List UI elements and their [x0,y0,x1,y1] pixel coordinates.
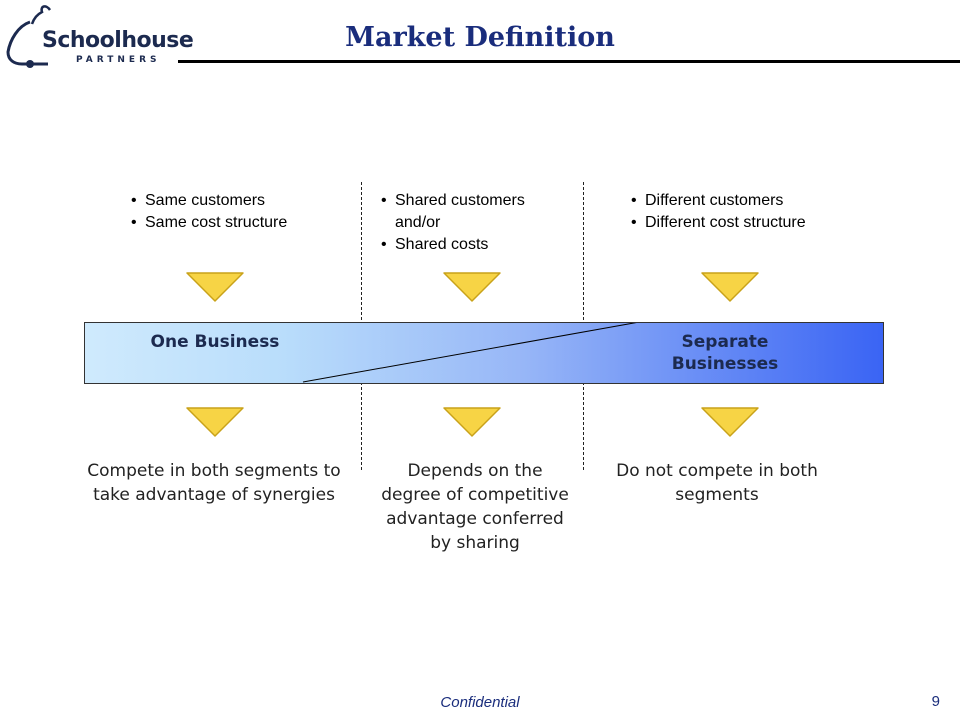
bullet-list-right: Different customers Different cost struc… [625,190,885,234]
slide-title: Market Definition [345,22,615,53]
bullet-item: Different cost structure [625,212,885,234]
spectrum-bar: One Business Separate Businesses [84,322,884,384]
header-rule [178,60,960,63]
diagonal-divider-line [302,323,637,383]
down-arrow-icon [443,272,501,302]
label-one-business: One Business [150,332,280,352]
down-arrow-icon [443,407,501,437]
page-number: 9 [931,693,940,710]
logo-wordmark: Schoolhouse [42,28,194,53]
label-separate-businesses: Separate Businesses [671,332,779,374]
bullet-item: Same customers [125,190,355,212]
bell-icon [6,5,52,68]
bullet-item: Shared costs [375,234,565,256]
bullet-list-left: Same customers Same cost structure [125,190,355,234]
down-arrow-icon [186,407,244,437]
down-arrow-icon [701,407,759,437]
outcome-middle: Depends on the degree of competitive adv… [381,461,569,553]
bullet-item: Different customers [625,190,885,212]
logo-subtitle: PARTNERS [76,55,161,65]
down-arrow-icon [186,272,244,302]
footer-confidential: Confidential [440,694,520,711]
outcome-left: Compete in both segments to take advanta… [87,461,341,505]
outcome-right: Do not compete in both segments [616,461,818,505]
down-arrow-icon [701,272,759,302]
bullet-item: Shared customers and/or [375,190,565,234]
schoolhouse-logo: Schoolhouse PARTNERS [0,0,200,80]
bullet-list-middle: Shared customers and/or Shared costs [375,190,565,256]
bullet-item: Same cost structure [125,212,355,234]
